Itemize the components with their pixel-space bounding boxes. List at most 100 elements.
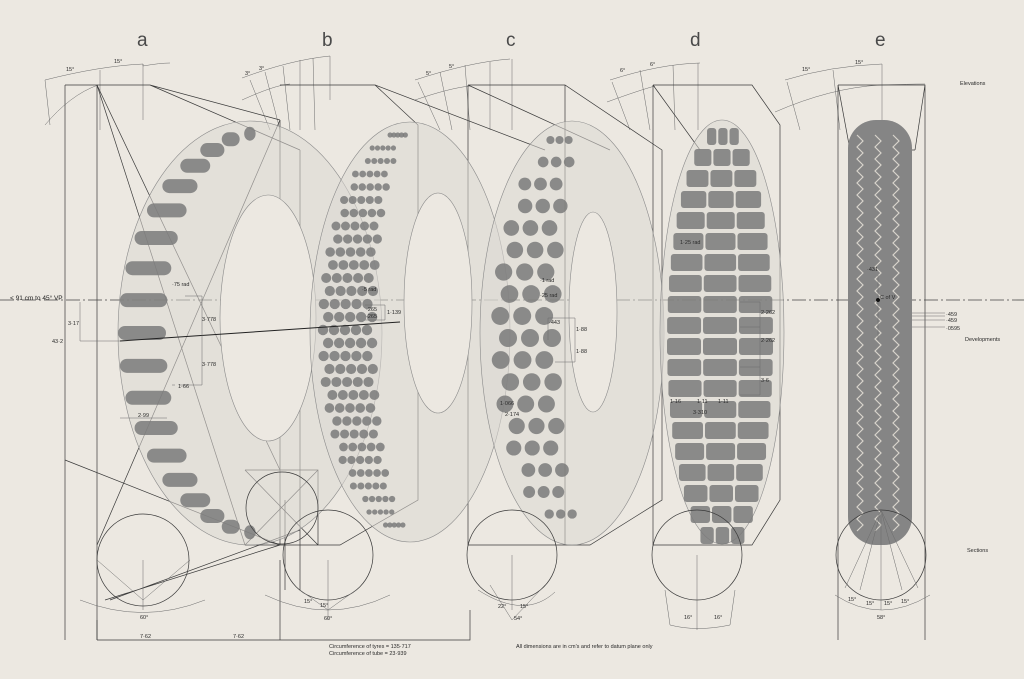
tread-dot-b bbox=[365, 195, 374, 205]
tread-groove-e bbox=[856, 134, 864, 532]
tread-dot-b bbox=[364, 482, 372, 490]
arc-d bbox=[606, 62, 701, 131]
bottom-angle-c-3: 54° bbox=[514, 616, 522, 622]
bottom-angle-e-3: 15° bbox=[884, 601, 892, 607]
tread-dot-b bbox=[340, 350, 351, 362]
tread-dot-b bbox=[350, 324, 362, 336]
tread-dot-b bbox=[369, 145, 375, 151]
tyre-b-dim-3: 1·139 bbox=[387, 310, 401, 316]
arc-e bbox=[774, 63, 926, 131]
tread-dot-c bbox=[503, 220, 520, 236]
bottom-angle-e-4: 15° bbox=[901, 599, 909, 605]
tread-dot-c bbox=[555, 463, 569, 477]
tread-block-d bbox=[729, 128, 739, 145]
tread-block-d bbox=[680, 191, 707, 208]
row-labels: Elevations Developments Sections bbox=[960, 81, 1000, 554]
tread-dot-c bbox=[501, 373, 520, 391]
top-angle-e-2: 15° bbox=[855, 60, 863, 66]
arc-c bbox=[414, 58, 513, 131]
letter-a: a bbox=[137, 30, 148, 51]
tread-dot-b bbox=[331, 221, 341, 231]
tread-block-d bbox=[667, 359, 702, 376]
tread-dot-b bbox=[357, 442, 367, 452]
tread-block-d bbox=[670, 254, 703, 271]
tread-dot-b bbox=[366, 509, 372, 515]
tyre-e-dim-2: ·459 bbox=[946, 312, 957, 318]
tread-dot-b bbox=[352, 416, 362, 426]
tread-block-d bbox=[675, 443, 705, 460]
tread-block-a bbox=[221, 132, 240, 147]
tread-block-a bbox=[125, 390, 172, 405]
bottom-angle-e-1: 15° bbox=[848, 597, 856, 603]
letter-b: b bbox=[322, 30, 333, 51]
tread-dot-b bbox=[371, 157, 378, 165]
tread-dot-b bbox=[351, 170, 359, 178]
tread-dot-b bbox=[348, 469, 357, 477]
bottom-angle-e-2: 15° bbox=[866, 601, 874, 607]
tread-dot-c bbox=[549, 177, 563, 191]
tread-dot-b bbox=[367, 285, 379, 297]
bottom-angle-e-5: 58° bbox=[877, 615, 885, 621]
tread-dot-b bbox=[382, 495, 389, 503]
tread-block-a bbox=[146, 448, 187, 463]
footer-notes: Circumference of tyres = 135·717 Circumf… bbox=[329, 644, 653, 657]
tyre-a bbox=[117, 120, 383, 546]
tread-dot-b bbox=[324, 285, 335, 297]
tread-dot-b bbox=[320, 376, 331, 388]
tread-block-d bbox=[738, 254, 770, 271]
tread-dot-b bbox=[338, 260, 349, 270]
tread-dot-b bbox=[328, 260, 338, 270]
tread-dot-b bbox=[331, 272, 342, 284]
arc-b bbox=[241, 55, 331, 131]
tread-block-d bbox=[703, 275, 737, 292]
tread-dot-b bbox=[356, 455, 365, 465]
tread-dot-b bbox=[373, 455, 382, 465]
tread-block-d bbox=[690, 506, 711, 523]
tread-block-d bbox=[738, 296, 773, 313]
tread-block-d bbox=[736, 464, 763, 481]
tyre-a-dimensions: ·75 rad 3·778 3·778 1·66 2·99 bbox=[120, 282, 216, 419]
tread-dot-b bbox=[391, 132, 397, 138]
tread-dot-b bbox=[359, 221, 369, 231]
tread-dot-b bbox=[357, 482, 365, 490]
left-dim-2: 43·2 bbox=[52, 339, 63, 345]
bottom-angle-b-3: 60° bbox=[324, 616, 332, 622]
tread-dot-b bbox=[359, 260, 370, 270]
tread-dot-b bbox=[402, 132, 408, 138]
tread-block-d bbox=[672, 422, 703, 439]
tread-block-d bbox=[708, 191, 734, 208]
tread-dot-c bbox=[538, 463, 553, 477]
tread-dot-b bbox=[395, 522, 402, 528]
tread-block-a bbox=[180, 493, 211, 508]
column-letters: a b c d e bbox=[137, 30, 886, 51]
tread-dot-b bbox=[374, 195, 383, 205]
tread-dot-b bbox=[367, 208, 377, 218]
bottom-angle-a: 60° bbox=[140, 615, 148, 621]
tread-dot-c bbox=[553, 198, 568, 214]
tyre-d-dim-4: 1·16 bbox=[670, 399, 681, 405]
left-annotations: < 91 cm to 45° VP 3·17 43·2 bbox=[10, 294, 401, 345]
tyre-d-dim-6: 1·11 bbox=[718, 399, 729, 405]
tread-dot-b bbox=[366, 183, 374, 191]
tread-dot-c bbox=[495, 263, 513, 281]
tread-dot-b bbox=[398, 132, 405, 138]
tyre-c-dim-5: 2·174 bbox=[505, 412, 519, 418]
tread-dot-b bbox=[383, 509, 389, 515]
tread-block-d bbox=[683, 485, 708, 502]
tread-dot-b bbox=[351, 350, 362, 362]
tread-block-d bbox=[712, 506, 732, 523]
tread-dot-b bbox=[340, 429, 350, 439]
tread-dot-b bbox=[382, 522, 389, 528]
tread-dot-b bbox=[329, 298, 340, 310]
tread-block-d bbox=[703, 359, 737, 376]
tread-block-a bbox=[162, 179, 198, 194]
section-circles bbox=[79, 471, 931, 630]
tread-dot-b bbox=[380, 170, 388, 178]
tread-dot-b bbox=[377, 509, 384, 515]
bottom-dim-2: 7·62 bbox=[233, 634, 244, 640]
tread-dot-b bbox=[391, 522, 397, 528]
tread-dot-c bbox=[491, 307, 510, 325]
tread-block-d bbox=[733, 506, 753, 523]
tread-dot-c bbox=[523, 486, 536, 498]
